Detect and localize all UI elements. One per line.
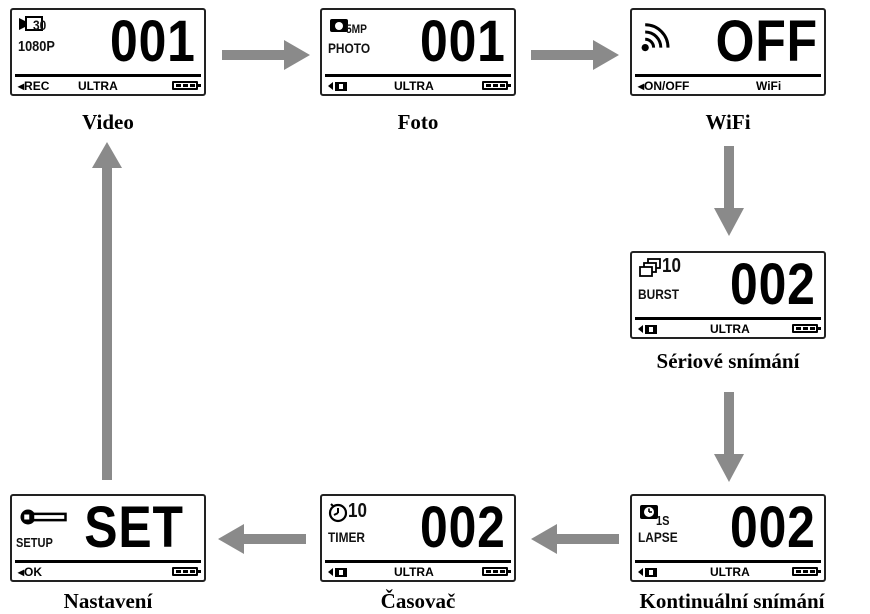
- wifi-mode-screen: OFF ◂ON/OFF WiFi: [630, 8, 826, 96]
- burst-mode-screen: 10 BURST 002 ULTRA: [630, 251, 826, 339]
- quality-label: ULTRA: [710, 322, 750, 336]
- status-divider: [635, 317, 821, 320]
- timer-caption: Časovač: [380, 589, 456, 613]
- video-mode-screen: 30 1080P 001 ◂REC ULTRA: [10, 8, 206, 96]
- timer-mode-label: TIMER: [328, 529, 366, 545]
- status-bar: ◂ON/OFF WiFi: [638, 79, 818, 93]
- status-divider: [325, 74, 511, 77]
- arrow-video-to-photo: [222, 40, 310, 70]
- wifi-caption: WiFi: [705, 110, 751, 134]
- burst-count-badge: 10: [662, 255, 681, 277]
- wrench-icon: [20, 509, 67, 525]
- arrow-photo-to-wifi: [531, 40, 619, 70]
- status-bar: ◂OK: [18, 565, 201, 579]
- setup-mode-screen: SETUP SET ◂OK: [10, 494, 206, 582]
- burst-caption: Sériové snímání: [656, 349, 800, 373]
- rec-label: REC: [24, 79, 50, 93]
- burst-counter: 002: [730, 252, 816, 317]
- burst-mode-label: BURST: [638, 286, 679, 302]
- setup-title: SET: [84, 495, 184, 560]
- video-fps-badge: 30: [33, 17, 47, 33]
- photo-resolution-badge: 5MP: [346, 22, 367, 36]
- video-caption: Video: [82, 110, 134, 134]
- battery-icon: [482, 81, 511, 90]
- status-divider: [15, 560, 201, 563]
- timer-counter: 002: [420, 495, 506, 560]
- quality-label: ULTRA: [394, 565, 434, 579]
- camera-nav-icon: [638, 565, 660, 582]
- photo-camera-icon: [330, 19, 348, 32]
- wifi-icon: [641, 23, 670, 52]
- camera-nav-icon: [328, 79, 350, 96]
- arrow-burst-to-lapse: [714, 392, 744, 482]
- battery-icon: [482, 567, 511, 576]
- status-divider: [635, 560, 821, 563]
- status-bar: ULTRA: [328, 565, 511, 582]
- ok-hint: ◂OK: [18, 565, 43, 579]
- wifi-label: WiFi: [756, 79, 782, 93]
- status-divider: [635, 74, 821, 77]
- lapse-mode-label: LAPSE: [638, 529, 678, 545]
- quality-label: ULTRA: [78, 79, 118, 93]
- toggle-hint: ◂ON/OFF: [638, 79, 690, 93]
- lapse-interval-badge: 1S: [656, 513, 670, 528]
- status-bar: ULTRA: [638, 322, 821, 339]
- timer-seconds-badge: 10: [348, 500, 367, 522]
- arrow-lapse-to-timer: [531, 524, 619, 554]
- photo-mode-screen: 5MP PHOTO 001 ULTRA: [320, 8, 516, 96]
- arrow-setup-to-video: [92, 142, 122, 480]
- setup-mode-label: SETUP: [16, 535, 53, 550]
- lapse-caption: Kontinuální snímání: [639, 589, 825, 613]
- ok-label: OK: [24, 565, 43, 579]
- photo-mode-label: PHOTO: [328, 40, 371, 56]
- video-resolution-label: 1080P: [18, 38, 55, 55]
- quality-label: ULTRA: [394, 79, 434, 93]
- lapse-mode-screen: 1S LAPSE 002 ULTRA: [630, 494, 826, 582]
- video-camera-icon: [19, 16, 43, 31]
- status-bar: ◂REC ULTRA: [18, 79, 201, 93]
- camera-nav-icon: [638, 322, 660, 339]
- self-timer-icon: [328, 503, 348, 523]
- wifi-state: OFF: [715, 9, 818, 74]
- quality-label: ULTRA: [710, 565, 750, 579]
- arrow-timer-to-setup: [218, 524, 306, 554]
- arrow-wifi-to-burst: [714, 146, 744, 236]
- camera-nav-icon: [328, 565, 350, 582]
- status-bar: ULTRA: [638, 565, 821, 582]
- lapse-counter: 002: [730, 495, 816, 560]
- video-counter: 001: [110, 9, 196, 74]
- clock-camera-icon: [640, 505, 658, 519]
- photo-caption: Foto: [397, 110, 439, 134]
- battery-icon: [792, 567, 821, 576]
- photo-counter: 001: [420, 9, 506, 74]
- battery-icon: [172, 567, 201, 576]
- burst-frames-icon: [639, 258, 661, 277]
- battery-icon: [172, 81, 201, 90]
- status-divider: [15, 74, 201, 77]
- toggle-label: ON/OFF: [644, 79, 690, 93]
- rec-hint: ◂REC: [18, 79, 50, 93]
- battery-icon: [792, 324, 821, 333]
- status-bar: ULTRA: [328, 79, 511, 96]
- setup-caption: Nastavení: [63, 589, 153, 613]
- status-divider: [325, 560, 511, 563]
- timer-mode-screen: 10 TIMER 002 ULTRA: [320, 494, 516, 582]
